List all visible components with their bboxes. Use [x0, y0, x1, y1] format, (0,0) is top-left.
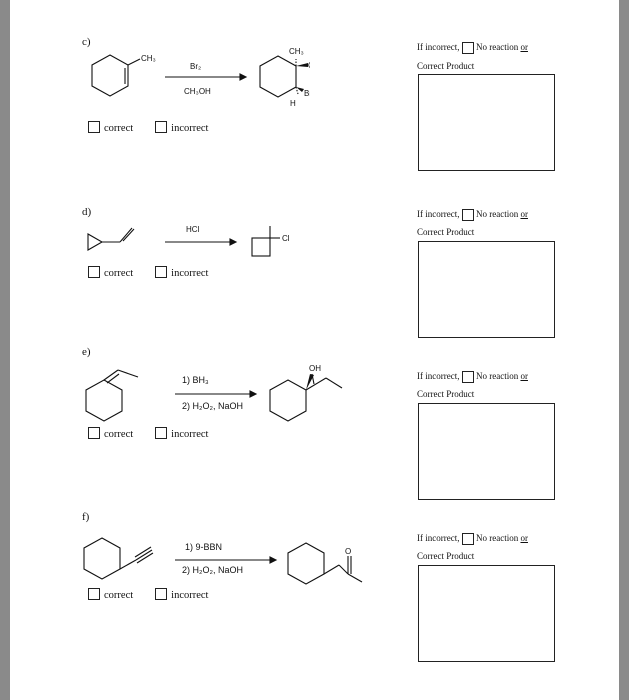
no-reaction-text: No reaction — [475, 42, 519, 53]
incorrect-label: incorrect — [171, 123, 209, 134]
incorrect-checkbox[interactable] — [155, 588, 168, 601]
if-incorrect-text: If incorrect, — [417, 533, 460, 544]
correct-checkbox[interactable] — [88, 588, 100, 601]
no-reaction-checkbox[interactable] — [461, 209, 474, 221]
correct-checkbox[interactable] — [88, 266, 100, 279]
reaction-d-diagram: HCl Cl — [87, 225, 290, 257]
no-reaction-checkbox[interactable] — [461, 42, 474, 54]
correct-product-box[interactable] — [418, 241, 555, 338]
answer-choices: correct incorrect — [88, 585, 208, 603]
reaction-c-diagram: CH₃ Br₂ CH₃OH CH₃ OH Br H — [91, 47, 310, 108]
correct-product-box[interactable] — [418, 403, 555, 500]
reaction-f-diagram: O — [83, 537, 363, 585]
correct-label: correct — [104, 268, 134, 279]
reagent-line: 1) BH₃ — [182, 375, 209, 385]
correct-product-box[interactable] — [418, 565, 555, 662]
incorrect-label: incorrect — [171, 590, 209, 601]
no-reaction-checkbox[interactable] — [461, 533, 474, 545]
answer-header: If incorrect, No reaction or — [417, 209, 528, 221]
no-reaction-text: No reaction — [475, 209, 519, 220]
incorrect-checkbox[interactable] — [155, 427, 168, 440]
problem-label: d) — [82, 206, 92, 218]
correct-product-label: Correct Product — [417, 389, 475, 399]
incorrect-label: incorrect — [171, 268, 209, 279]
product-label: OH — [308, 61, 310, 70]
no-reaction-text: No reaction — [475, 533, 519, 544]
correct-label: correct — [104, 429, 134, 440]
problem-label: c) — [82, 36, 91, 48]
answer-choices: correct incorrect — [88, 424, 208, 442]
reagent-line: 1) 9-BBN — [185, 542, 223, 552]
correct-label: correct — [104, 590, 134, 601]
if-incorrect-text: If incorrect, — [417, 42, 460, 53]
product-label: Br — [304, 89, 310, 98]
product-label: O — [345, 547, 351, 556]
correct-checkbox[interactable] — [88, 121, 100, 134]
correct-checkbox[interactable] — [88, 427, 100, 440]
incorrect-checkbox[interactable] — [155, 121, 168, 134]
correct-product-label: Correct Product — [417, 61, 475, 71]
correct-product-box[interactable] — [418, 74, 555, 171]
reaction-e-diagram: OH — [85, 364, 343, 422]
worksheet-page: c) CH₃ Br₂ CH₃OH CH₃ OH Br H correct inc… — [10, 0, 619, 700]
reactant-substituent-label: CH₃ — [141, 54, 156, 63]
or-text: or — [520, 533, 528, 544]
incorrect-label: incorrect — [171, 429, 209, 440]
or-text: or — [520, 371, 528, 382]
reagent-line: 2) H₂O₂, NaOH — [182, 401, 243, 411]
answer-header: If incorrect, No reaction or — [417, 533, 528, 545]
or-text: or — [520, 42, 528, 53]
reagent-line: HCl — [186, 225, 200, 234]
correct-product-label: Correct Product — [417, 551, 475, 561]
reagent-line: Br₂ — [190, 62, 201, 71]
if-incorrect-text: If incorrect, — [417, 371, 460, 382]
product-label: OH — [309, 364, 321, 373]
reagent-line: CH₃OH — [184, 87, 211, 96]
answer-choices: correct incorrect — [88, 118, 208, 136]
reagent-line: 2) H₂O₂, NaOH — [182, 565, 243, 575]
product-label: H — [290, 99, 296, 108]
or-text: or — [520, 209, 528, 220]
correct-label: correct — [104, 123, 134, 134]
answer-choices: correct incorrect — [88, 263, 208, 281]
correct-product-label: Correct Product — [417, 227, 475, 237]
answer-header: If incorrect, No reaction or — [417, 371, 528, 383]
no-reaction-text: No reaction — [475, 371, 519, 382]
product-label: CH₃ — [289, 47, 304, 56]
if-incorrect-text: If incorrect, — [417, 209, 460, 220]
product-label: Cl — [282, 234, 290, 243]
answer-header: If incorrect, No reaction or — [417, 42, 528, 54]
problem-label: e) — [82, 346, 91, 358]
no-reaction-checkbox[interactable] — [461, 371, 474, 383]
problem-label: f) — [82, 511, 90, 523]
incorrect-checkbox[interactable] — [155, 266, 168, 279]
